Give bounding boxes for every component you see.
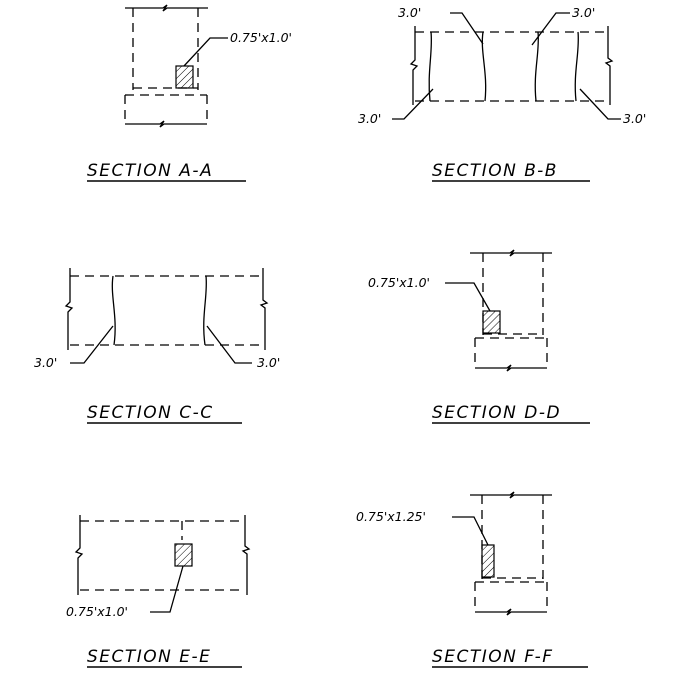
- dimension-label: 3.0': [572, 5, 595, 20]
- leader-line: [183, 37, 228, 67]
- opening-rect: [174, 543, 193, 567]
- dimension-label: 3.0': [34, 355, 57, 370]
- section-title: SECTION F-F: [432, 647, 554, 667]
- dimension-label: 3.0': [358, 111, 381, 126]
- section-title: SECTION E-E: [87, 647, 211, 667]
- section-b-b-outline: [409, 26, 614, 105]
- dimension-label: 3.0': [257, 355, 280, 370]
- section-c-c-outline: [64, 268, 269, 350]
- leader-line: [150, 565, 184, 613]
- section-f-f-outline: [470, 491, 552, 616]
- dimension-label: 0.75'x1.0': [368, 275, 430, 290]
- dimension-label: 0.75'x1.25': [356, 509, 426, 524]
- opening-rect: [481, 544, 495, 578]
- section-d-d: 0.75'x1.0' SECTION D-D: [368, 249, 590, 424]
- section-title: SECTION B-B: [432, 161, 558, 181]
- leader-line: [531, 12, 570, 46]
- section-f-f: 0.75'x1.25' SECTION F-F: [356, 491, 588, 668]
- leader-line: [579, 88, 621, 120]
- dimension-label: 3.0': [623, 111, 646, 126]
- section-d-d-outline: [470, 249, 552, 372]
- leader-line: [70, 325, 114, 364]
- section-title: SECTION D-D: [432, 403, 561, 423]
- dimension-label: 3.0': [398, 5, 421, 20]
- section-e-e-outline: [74, 515, 251, 595]
- leader-line: [450, 12, 484, 45]
- section-title: SECTION A-A: [87, 161, 213, 181]
- section-a-a: 0.75'x1.0' SECTION A-A: [87, 4, 292, 182]
- section-a-a-outline: [124, 4, 208, 128]
- leader-line: [452, 516, 489, 546]
- section-title: SECTION C-C: [87, 403, 214, 423]
- dimension-label: 0.75'x1.0': [66, 604, 128, 619]
- section-c-c: 3.0' 3.0' SECTION C-C: [34, 268, 280, 424]
- leader-line: [206, 325, 252, 364]
- dimension-label: 0.75'x1.0': [230, 30, 292, 45]
- leader-line: [445, 282, 491, 312]
- opening-rect: [482, 310, 501, 334]
- leader-line: [392, 88, 434, 120]
- section-b-b: 3.0' 3.0' 3.0' 3.0' SECTION B-B: [358, 5, 646, 182]
- section-e-e: 0.75'x1.0' SECTION E-E: [66, 515, 251, 668]
- opening-rect: [175, 65, 194, 89]
